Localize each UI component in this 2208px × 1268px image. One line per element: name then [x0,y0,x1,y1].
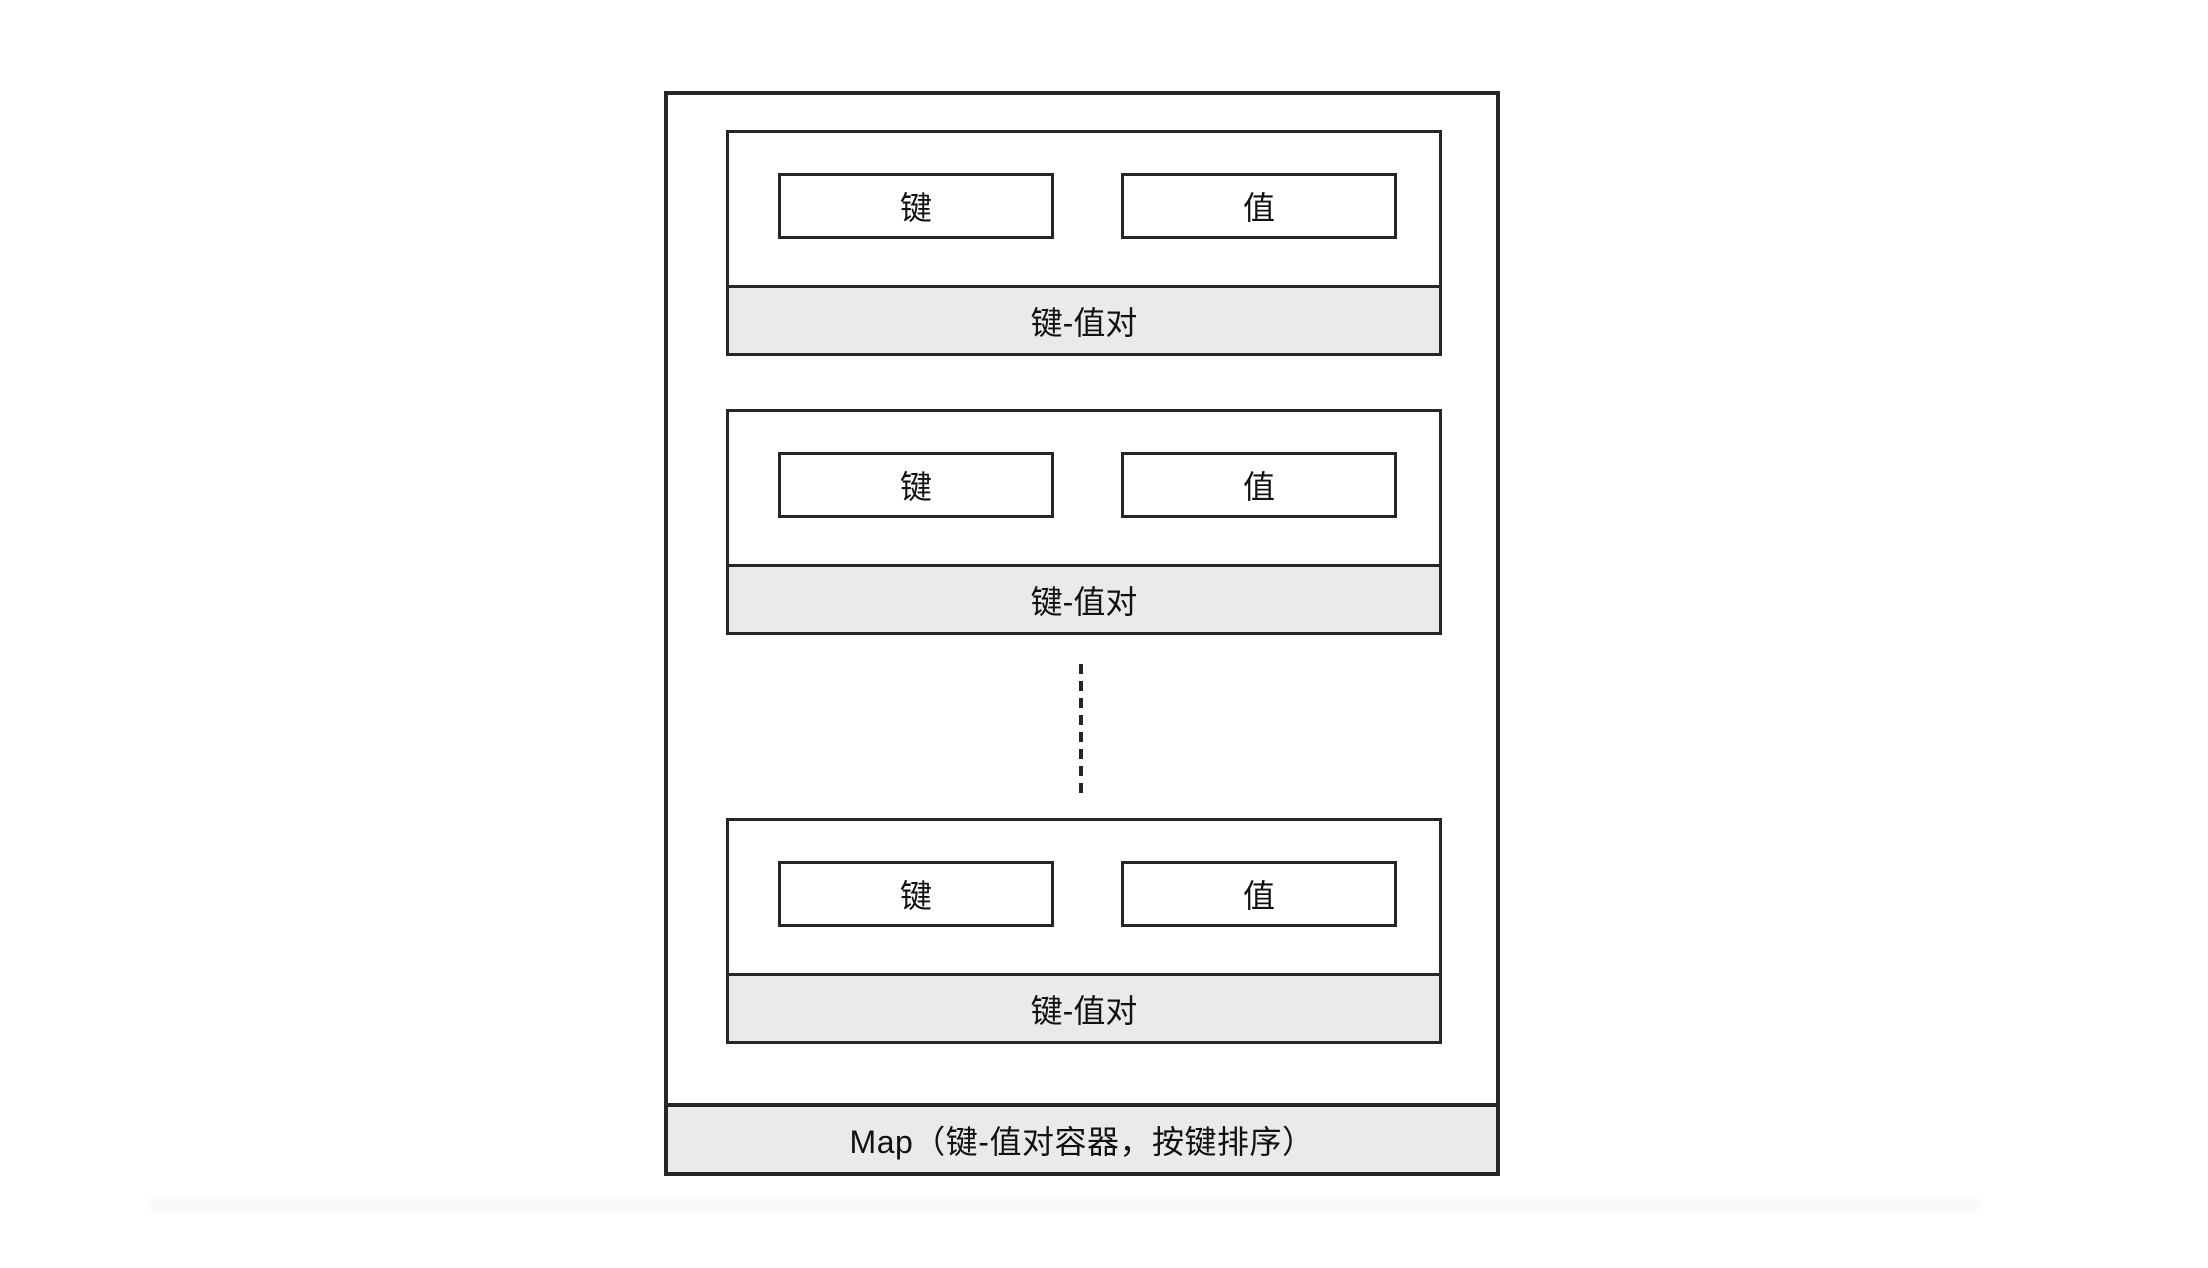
key-value-pair-group: 键 值 键-值对 [726,409,1442,635]
value-box: 值 [1121,452,1397,518]
map-container-box: 键 值 键-值对 键 值 键-值对 键 值 键-值对 Map（键-值对容器，按键… [664,91,1500,1176]
page-edge-shadow [150,1200,1980,1214]
pair-label-bar: 键-值对 [729,973,1439,1041]
pair-group-body: 键 值 [729,821,1439,973]
pair-group-body: 键 值 [729,412,1439,564]
pair-group-body: 键 值 [729,133,1439,285]
value-box: 值 [1121,861,1397,927]
map-label: Map（键-值对容器，按键排序） [849,1123,1315,1160]
key-value-pair-group: 键 值 键-值对 [726,130,1442,356]
ellipsis-dashed-line-icon [1079,664,1083,798]
map-label-bar: Map（键-值对容器，按键排序） [668,1103,1496,1172]
key-box: 键 [778,861,1054,927]
key-box: 键 [778,452,1054,518]
pair-label-bar: 键-值对 [729,564,1439,632]
key-box: 键 [778,173,1054,239]
key-value-pair-group: 键 值 键-值对 [726,818,1442,1044]
value-box: 值 [1121,173,1397,239]
pair-label-bar: 键-值对 [729,285,1439,353]
